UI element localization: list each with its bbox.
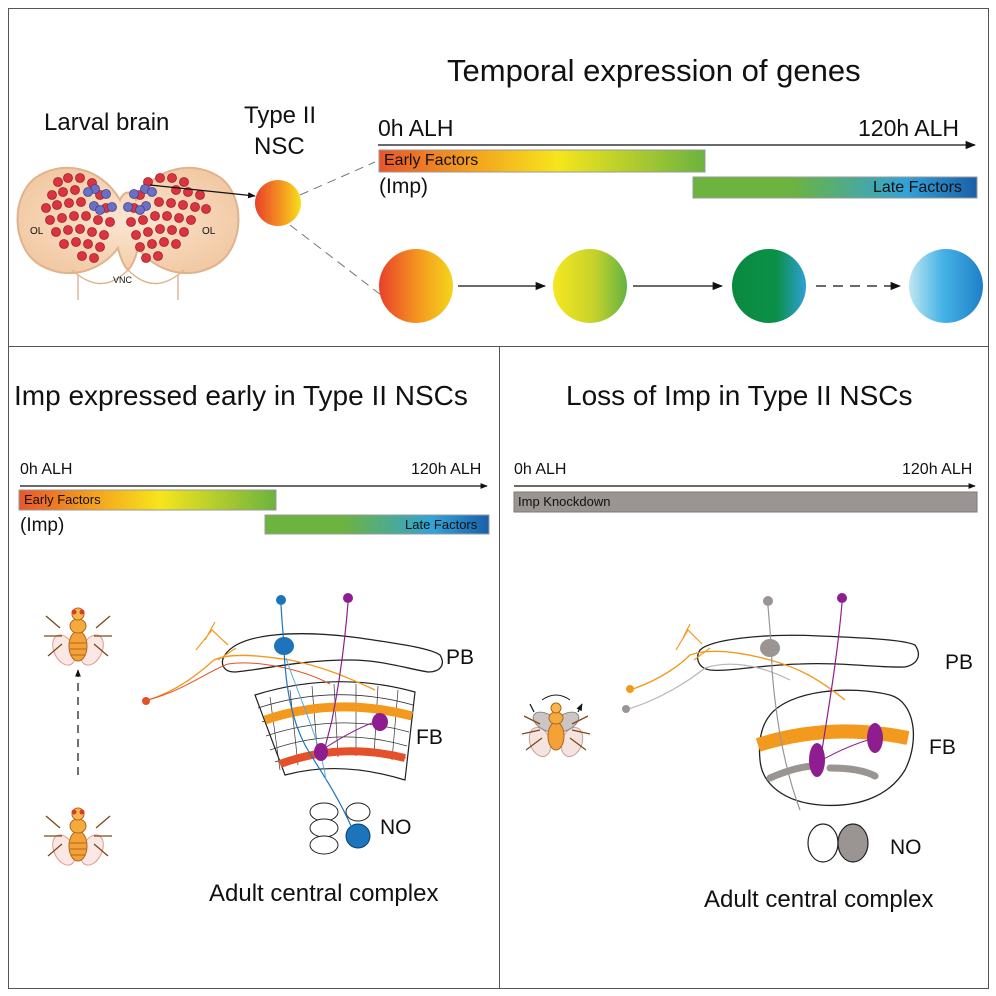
bottom-right-panel xyxy=(499,346,989,989)
vnc-label: VNC xyxy=(113,275,133,285)
nsc-label-line2: NSC xyxy=(254,133,305,160)
nsc-stage-3 xyxy=(732,249,806,323)
zoom-line-bottom xyxy=(289,224,386,299)
br-no-grey-neuropil xyxy=(837,823,869,863)
bl-no-blue-neuropil xyxy=(345,823,371,849)
adult-fly-icon-top xyxy=(44,607,112,666)
nsc-stage-2 xyxy=(553,249,627,323)
nsc-stage-4 xyxy=(909,249,983,323)
nsc-stage-1 xyxy=(379,249,453,323)
type-ii-nsc-cells-blue xyxy=(83,184,157,215)
bl-fb-red-layer xyxy=(278,747,406,768)
br-time-start: 0h ALH xyxy=(514,461,567,478)
top-time-end: 120h ALH xyxy=(858,115,960,141)
adult-fly-icon-bottom xyxy=(44,807,112,866)
br-fb-purple-cell-left xyxy=(809,743,825,777)
top-late-factors-label: Late Factors xyxy=(873,179,962,196)
optic-lobe-left-label: OL xyxy=(30,226,44,237)
bl-early-factors-label: Early Factors xyxy=(24,492,101,507)
bl-fb-purple-cell-lower xyxy=(314,743,328,761)
bl-early-factors-bar xyxy=(18,489,277,511)
top-early-factors-bar xyxy=(378,149,706,173)
larval-brain-drawing xyxy=(16,166,240,300)
br-fb-orange-layer xyxy=(755,724,910,752)
br-fb-purple-cell-right xyxy=(867,723,883,753)
top-time-start: 0h ALH xyxy=(378,115,454,141)
br-caption: Adult central complex xyxy=(704,886,934,913)
bl-protocerebral-bridge xyxy=(221,633,443,673)
bl-no-label: NO xyxy=(380,816,412,839)
type-ii-nsc-cell xyxy=(255,180,301,226)
nsc-label-line1: Type II xyxy=(244,102,317,129)
bl-late-factors-label: Late Factors xyxy=(405,517,478,532)
bl-time-start: 0h ALH xyxy=(20,461,73,478)
br-no-label: NO xyxy=(890,836,922,859)
bl-imp-label: (Imp) xyxy=(20,515,65,536)
bl-late-factors-bar xyxy=(264,514,490,535)
bl-title: Imp expressed early in Type II NSCs xyxy=(14,380,468,411)
br-fb-label: FB xyxy=(929,736,956,759)
bl-caption: Adult central complex xyxy=(209,880,439,907)
bl-fb-purple-cell-upper xyxy=(372,713,388,731)
br-central-complex xyxy=(622,593,919,863)
br-imp-knockdown-label: Imp Knockdown xyxy=(518,494,611,509)
bl-time-end: 120h ALH xyxy=(411,461,482,478)
mutant-fly-icon xyxy=(521,694,591,758)
br-imp-knockdown-bar xyxy=(513,491,978,513)
larval-brain-label: Larval brain xyxy=(44,109,170,136)
br-time-end: 120h ALH xyxy=(902,461,973,478)
br-title: Loss of Imp in Type II NSCs xyxy=(566,380,913,411)
brain-to-nsc-arrow xyxy=(149,184,256,199)
bl-pb-blue-cell xyxy=(274,637,294,655)
bl-fb-label: FB xyxy=(416,726,443,749)
top-title: Temporal expression of genes xyxy=(447,53,861,88)
br-protocerebral-bridge xyxy=(697,634,919,671)
optic-lobe-right-label: OL xyxy=(202,226,216,237)
bl-fb-orange-layer xyxy=(263,702,414,725)
top-early-factors-label: Early Factors xyxy=(384,152,479,169)
bl-pb-label: PB xyxy=(446,646,475,669)
top-late-factors-bar xyxy=(692,176,978,199)
br-pb-grey-cell xyxy=(760,639,780,657)
bl-central-complex xyxy=(142,593,443,855)
top-imp-label: (Imp) xyxy=(379,175,428,198)
zoom-line-top xyxy=(299,161,376,196)
br-pb-label: PB xyxy=(945,651,974,674)
